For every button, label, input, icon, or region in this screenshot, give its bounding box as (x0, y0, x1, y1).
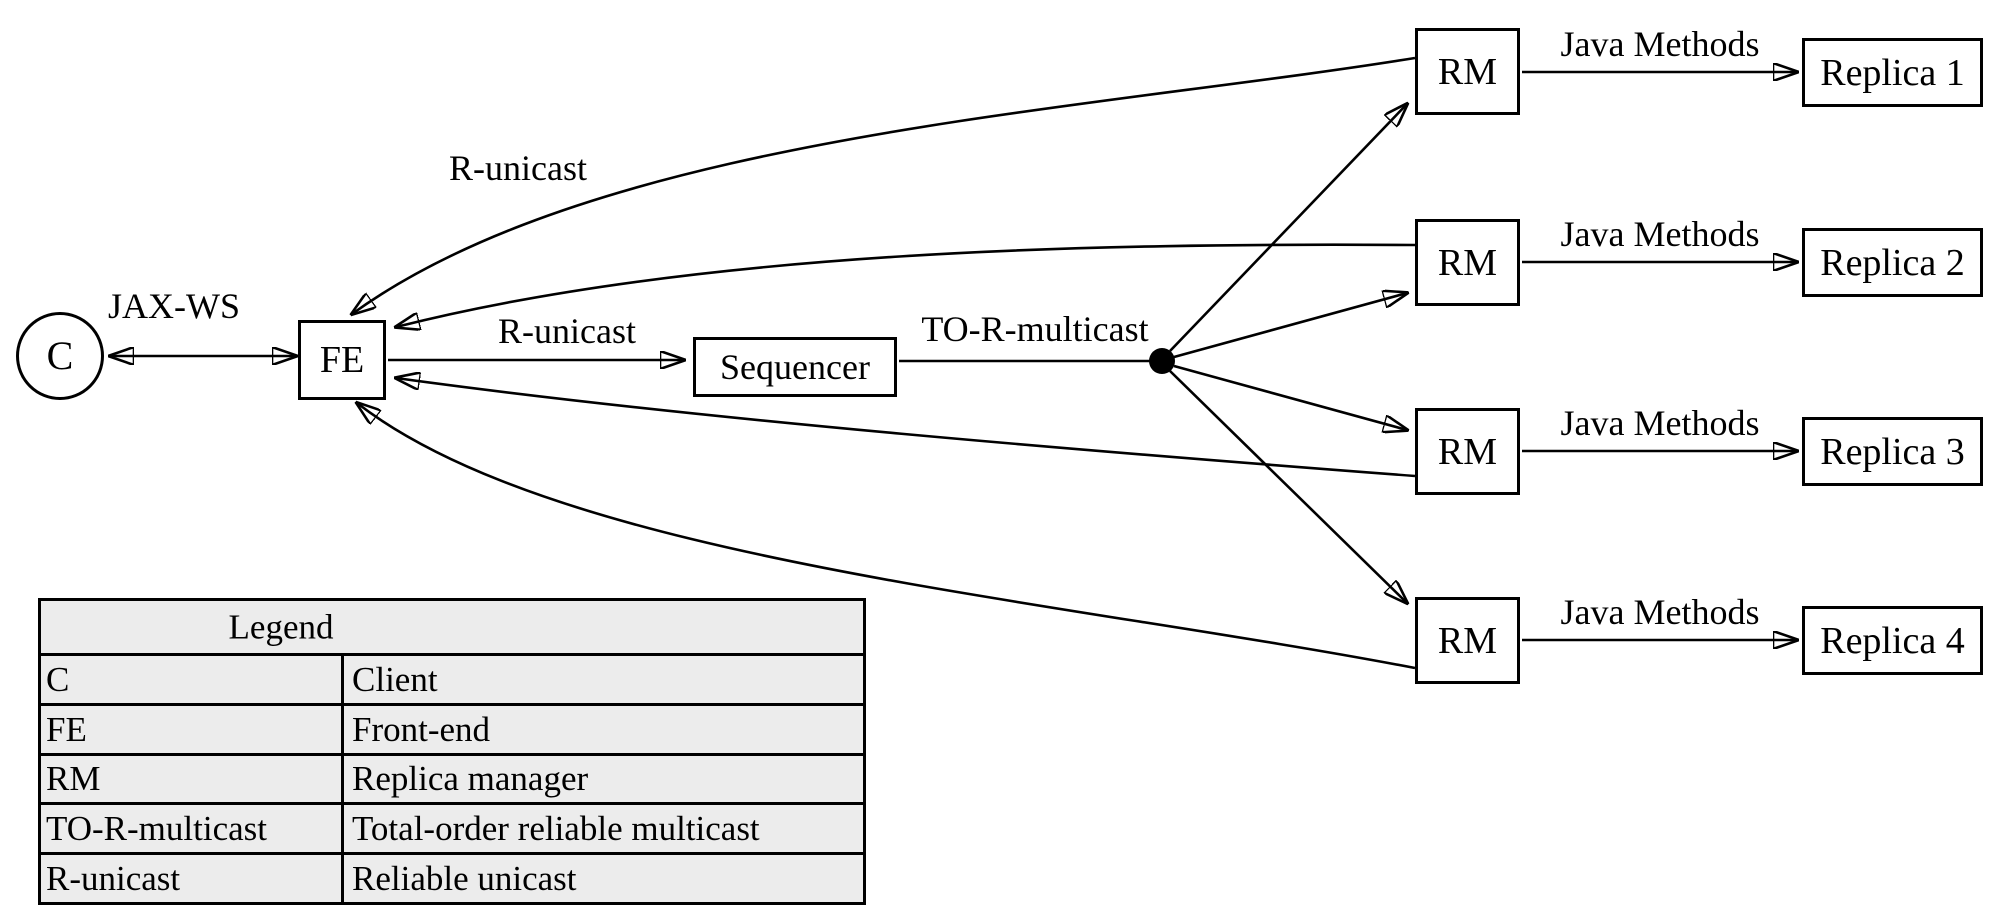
legend-row-front-end: FE Front-end (41, 705, 863, 756)
java-methods-edge-label-1: Java Methods (1560, 24, 1760, 64)
front-end-node: FE (298, 320, 386, 400)
rm3-node: RM (1415, 408, 1520, 495)
edge-rm4-return-to-fe (357, 403, 1416, 670)
rm3-label: RM (1437, 430, 1498, 473)
legend-term: TO-R-multicast (41, 805, 344, 853)
rm4-label: RM (1437, 619, 1498, 662)
edge-rm2-return-to-fe (396, 243, 1416, 327)
legend-term: R-unicast (41, 855, 344, 902)
legend-table: Legend C Client FE Front-end RM Replica … (38, 598, 866, 905)
replica1-label: Replica 1 (1820, 51, 1965, 94)
edge-junction-to-rm3 (1173, 364, 1407, 430)
java-methods-edge-label-3: Java Methods (1560, 403, 1760, 443)
replica3-label: Replica 3 (1820, 430, 1965, 473)
to-r-multicast-edge-label: TO-R-multicast (921, 309, 1149, 349)
rm2-node: RM (1415, 219, 1520, 306)
edge-junction-to-rm4 (1169, 370, 1407, 603)
front-end-label: FE (319, 339, 365, 381)
edge-rm3-return-to-fe (396, 378, 1416, 478)
legend-definition: Client (352, 659, 438, 699)
r-unicast-fe-sequencer-edge-label: R-unicast (498, 311, 636, 351)
legend-definition: Total-order reliable multicast (352, 809, 760, 849)
legend-title: Legend (228, 607, 334, 647)
rm4-node: RM (1415, 597, 1520, 684)
replica4-node: Replica 4 (1802, 606, 1983, 675)
jax-ws-edge-label: JAX-WS (108, 286, 240, 326)
multicast-junction-dot (1149, 348, 1175, 374)
java-methods-edge-label-2: Java Methods (1560, 214, 1760, 254)
legend-row-to-r-multicast: TO-R-multicast Total-order reliable mult… (41, 805, 863, 856)
rm1-label: RM (1437, 50, 1498, 93)
legend-term: FE (41, 705, 344, 753)
legend-term: RM (41, 755, 344, 803)
legend-term: C (41, 656, 344, 703)
rm2-label: RM (1437, 241, 1498, 284)
rm1-node: RM (1415, 28, 1520, 115)
r-unicast-return-edge-label: R-unicast (449, 148, 587, 188)
legend-row-client: C Client (41, 656, 863, 706)
client-node: C (16, 312, 104, 400)
legend-definition: Reliable unicast (352, 859, 577, 899)
replica2-label: Replica 2 (1820, 241, 1965, 284)
edge-junction-to-rm2 (1173, 293, 1407, 359)
legend-definition: Replica manager (352, 759, 589, 799)
replica2-node: Replica 2 (1802, 228, 1983, 297)
replica1-node: Replica 1 (1802, 38, 1983, 107)
legend-row-replica-manager: RM Replica manager (41, 755, 863, 806)
client-label: C (46, 333, 74, 378)
replica4-label: Replica 4 (1820, 619, 1965, 662)
edge-rm1-return-to-fe (352, 56, 1416, 314)
sequencer-node: Sequencer (693, 337, 897, 397)
sequencer-label: Sequencer (720, 347, 870, 387)
replica3-node: Replica 3 (1802, 417, 1983, 486)
edge-junction-to-rm1 (1169, 104, 1407, 352)
legend-definition: Front-end (352, 709, 491, 749)
legend-header-row: Legend (41, 601, 863, 656)
legend-row-r-unicast: R-unicast Reliable unicast (41, 855, 863, 902)
java-methods-edge-label-4: Java Methods (1560, 592, 1760, 632)
